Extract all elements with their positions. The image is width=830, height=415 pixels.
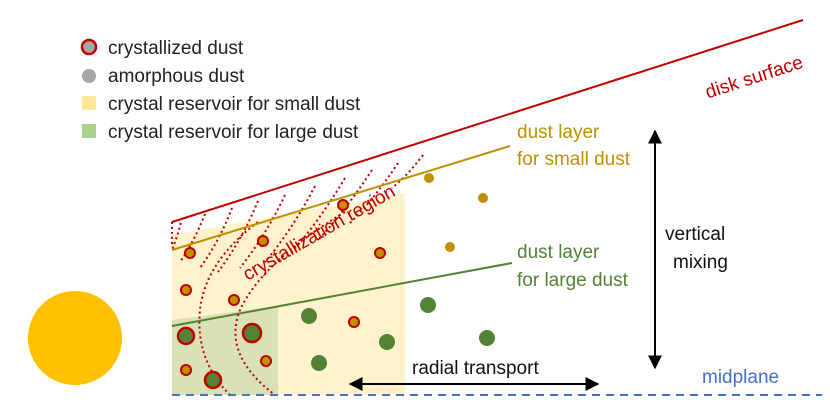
small-crystallized-grain [348, 316, 360, 328]
small-amorphous-dust [424, 173, 488, 252]
small-reservoir-marker [82, 96, 96, 110]
small-dust-layer-label: dust layer [517, 122, 600, 143]
small-dust-layer-label-2: for small dust [517, 149, 631, 170]
vertical-mixing-label-2: mixing [673, 252, 728, 273]
small-crystallized-grain [228, 294, 240, 306]
large-amorphous-dust [301, 297, 495, 371]
midplane-label: midplane [702, 367, 779, 388]
small-crystallized-grain [184, 247, 196, 259]
large-amorphous-grain [479, 330, 495, 346]
small-crystallized-dust [180, 199, 386, 376]
small-dust-layer-line [171, 145, 511, 251]
small-amorphous-grain [478, 193, 488, 203]
vertical-mixing-label: vertical [665, 224, 725, 245]
small-crystallized-grain [260, 355, 272, 367]
large-amorphous-grain [379, 334, 395, 350]
small-crystallized-grain [257, 235, 269, 247]
large-dust-reservoir [172, 306, 278, 395]
legend-label-crystallized: crystallized dust [108, 38, 244, 59]
legend-label-large-reservoir: crystal reservoir for large dust [108, 122, 359, 143]
legend-label-amorphous: amorphous dust [108, 66, 245, 87]
star-icon [28, 291, 122, 385]
large-crystallized-grain [176, 326, 196, 346]
large-dust-layer-label-2: for large dust [517, 270, 629, 291]
large-crystallized-grain [203, 370, 223, 390]
small-crystallized-grain [374, 247, 386, 259]
large-amorphous-grain [420, 297, 436, 313]
legend: crystallized dust amorphous dust crystal… [80, 38, 361, 143]
radial-transport-label: radial transport [412, 358, 539, 379]
crystallized-dust-marker [80, 38, 98, 56]
large-amorphous-grain [301, 308, 317, 324]
large-dust-layer-line [171, 262, 513, 327]
large-reservoir-marker [82, 124, 96, 138]
small-crystallized-grain [180, 284, 192, 296]
small-amorphous-grain [424, 173, 434, 183]
legend-label-small-reservoir: crystal reservoir for small dust [108, 94, 361, 115]
disk-surface-label: disk surface [703, 52, 806, 103]
large-dust-layer-label: dust layer [517, 242, 600, 263]
disk-surface-line [171, 19, 804, 223]
large-crystallized-dust [176, 322, 263, 390]
amorphous-dust-marker [82, 69, 96, 83]
small-crystallized-grain [180, 364, 192, 376]
small-crystallized-grain [337, 199, 349, 211]
small-amorphous-grain [445, 242, 455, 252]
large-crystallized-grain [241, 322, 263, 344]
large-amorphous-grain [311, 355, 327, 371]
